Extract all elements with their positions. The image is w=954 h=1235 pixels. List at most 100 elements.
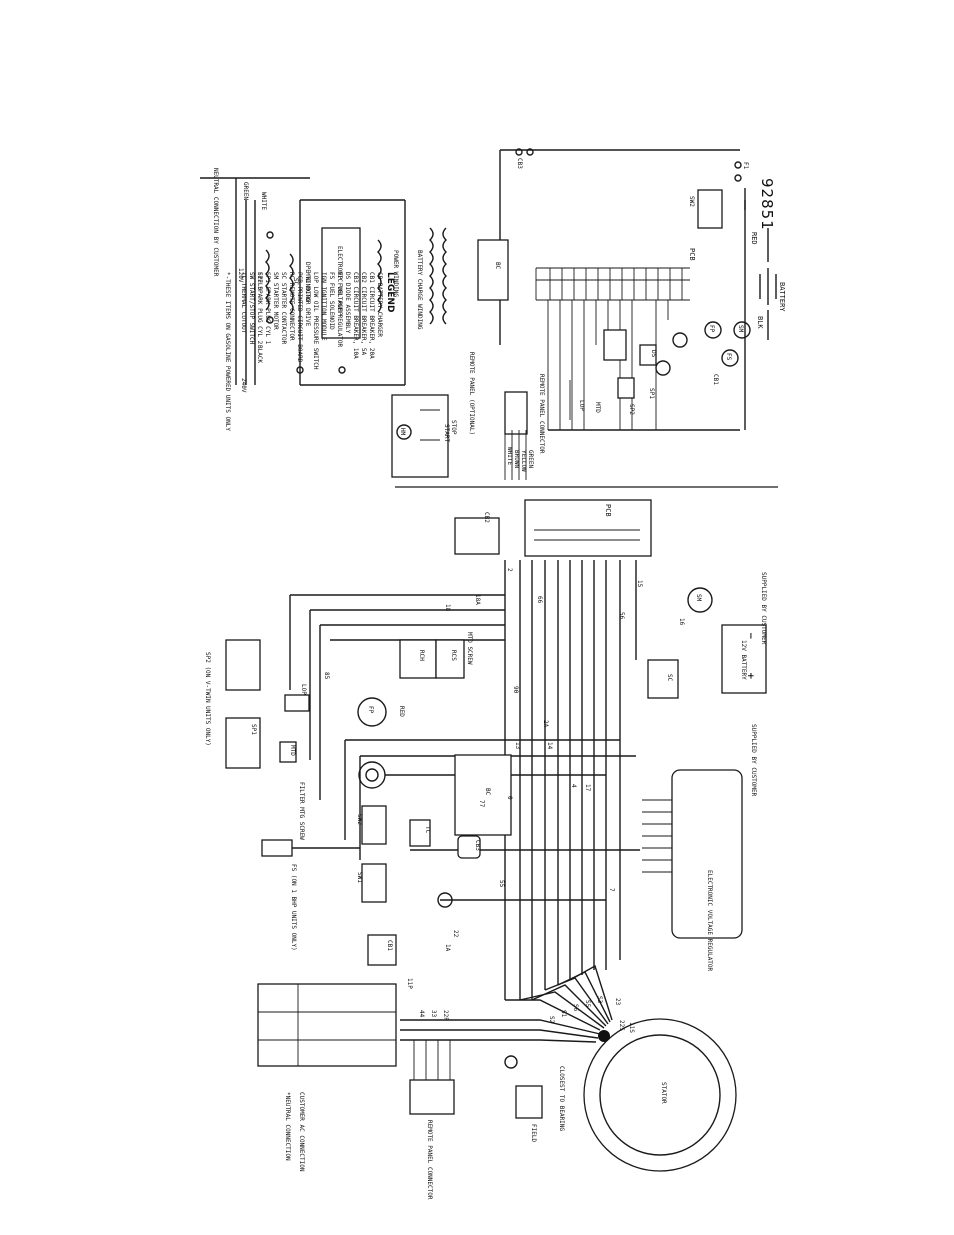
remote-start-label: START (443, 424, 450, 442)
field-block (515, 1085, 543, 1119)
pcb-label-top: PCB (688, 248, 696, 261)
svg-text:+: + (745, 672, 755, 680)
legend-item: DS DIODE ASSEMBLY (344, 272, 351, 334)
remote-panel-connector (409, 1079, 455, 1115)
sw1-label: SW1 (356, 872, 363, 883)
sw1-switch (361, 863, 387, 903)
relay-k1 (603, 329, 627, 361)
fp-label: FP (367, 706, 374, 714)
white-wire-label: WHITE (260, 192, 267, 210)
rcs-block (435, 639, 465, 679)
customer-connection-table (257, 983, 397, 1067)
wiring: PCB CB2 SM 12V BATTERY − + SUPPLIED BY C… (204, 499, 767, 1200)
svg-text:SM: SM (737, 325, 744, 333)
wire-label: 7 (608, 888, 615, 892)
wire-label: 17 (584, 784, 591, 792)
legend-item: PCB PRINTED CIRCUIT BOARD (296, 272, 303, 363)
starter-contactor (647, 659, 679, 699)
mtd-block (279, 741, 297, 763)
svg-text:FP: FP (708, 325, 715, 333)
remote-panel-label: REMOTE PANEL (OPTIONAL) (468, 352, 475, 435)
mtd-screw-label: MTD SCREW (466, 632, 473, 665)
legend-item: CB3 CIRCUIT BREAKER, 10A (352, 272, 359, 359)
legend-item: CB1 CIRCUIT BREAKER, 20A (368, 272, 375, 359)
legend-item: TC THERMAL CUTOUT (240, 272, 247, 334)
legend-item: SC STARTER CONTACTOR (280, 272, 287, 345)
stator-label: STATOR (660, 1082, 667, 1104)
relay-k2 (617, 377, 635, 399)
stator (583, 1018, 737, 1172)
tc-label: TC (424, 826, 431, 834)
field-label: FIELD (530, 1124, 537, 1142)
rch-block (399, 639, 437, 679)
wire-label: 77 (478, 800, 485, 808)
remote-panel-box (391, 394, 449, 478)
regulator-label: ELECTRONIC VOLTAGE REGULATOR (706, 870, 713, 972)
legend-item: SP1 SPARK PLUG CYL 1 (264, 272, 271, 345)
wire-label: 18 (444, 604, 451, 612)
ign-circle-top (672, 332, 688, 348)
battery-12v-label: 12V BATTERY (740, 640, 747, 680)
red-label-bottom: RED (398, 706, 405, 717)
fp-circle-top (704, 321, 722, 339)
wire-label: 4 (570, 784, 577, 788)
cb1-label: CB1 (386, 940, 393, 951)
wire-label: S6 (572, 1004, 579, 1012)
regulator-label-top: ELECTRONIC VOLTAGE REGULATOR (336, 246, 343, 348)
starter-motor (687, 587, 713, 613)
wire-label: 16 (678, 618, 685, 626)
wire-label: S3 (596, 996, 603, 1004)
remote-stop-label: STOP (450, 420, 457, 435)
wire-label: 66 (536, 596, 543, 604)
wire-label: 22 (452, 930, 459, 938)
lop-label: LOP (300, 684, 307, 695)
hm-circle-top (655, 360, 671, 376)
v120-label: 120V (237, 268, 244, 283)
wire-label: 44 (418, 1010, 425, 1018)
cb2-block (454, 517, 500, 555)
blk-wire-label: BLK (756, 316, 764, 329)
mtd-label-top: MTD (594, 402, 601, 413)
cb3-label-top: CB3 (516, 158, 523, 169)
battery-label: BATTERY (778, 282, 786, 312)
wire-yellow-label: YELLOW (520, 450, 527, 472)
black-wire-label: BLACK (256, 345, 263, 363)
fuel-pump (357, 697, 387, 727)
power-winding (377, 239, 382, 313)
legend-item: IGN IGNITION MODULE (320, 272, 327, 341)
sp2-label-top: SP2 (628, 404, 635, 415)
lop-label-top: LOP (578, 400, 585, 411)
wire-label: 33 (430, 1010, 437, 1018)
legend-footnote: *-THESE ITEMS ON GASOLINE POWERED UNITS … (224, 272, 231, 431)
wire-label: S5 (584, 1000, 591, 1008)
wire-label: 18A (474, 594, 481, 605)
v240-label: 240V (240, 378, 247, 393)
wire-label: 0 (506, 796, 513, 800)
sp1-label-top: SP1 (648, 388, 655, 399)
wire-label: 2A (542, 720, 549, 728)
field-label-top: FIELD (256, 272, 263, 290)
ds-label: DS (650, 350, 657, 358)
svg-text:−: − (745, 632, 755, 640)
sw2-label-bottom: SW2 (356, 814, 363, 825)
sp2-plug (225, 639, 261, 691)
svg-text:HM: HM (399, 428, 406, 436)
legend-item: CB2 CIRCUIT BREAKER, 5A (360, 272, 367, 355)
fs-note: FS (ON 1 BHP UNITS ONLY) (290, 864, 297, 951)
wire-label: S1 (560, 1010, 567, 1018)
legend-item: FS FUEL SOLENOID (328, 272, 335, 330)
sm-label: SM (695, 594, 702, 602)
sp1-label: SP1 (250, 724, 257, 735)
bc-block-top (477, 239, 509, 301)
wire-label: 22P (442, 1010, 449, 1021)
wire-label: S2 (548, 1016, 555, 1024)
svg-text:BC: BC (494, 262, 501, 270)
f1-fuse (358, 761, 386, 789)
battery-charge-winding (429, 227, 434, 325)
wire-label: 13 (514, 742, 521, 750)
sp1-plug (225, 717, 261, 769)
tc-block (409, 819, 431, 847)
supplied-by-customer-top: SUPPLIED BY CUSTOMER (760, 572, 767, 645)
cb3-label: CB3 (474, 840, 481, 851)
neutral-note: NEUTRAL CONNECTION BY CUSTOMER (212, 168, 219, 277)
